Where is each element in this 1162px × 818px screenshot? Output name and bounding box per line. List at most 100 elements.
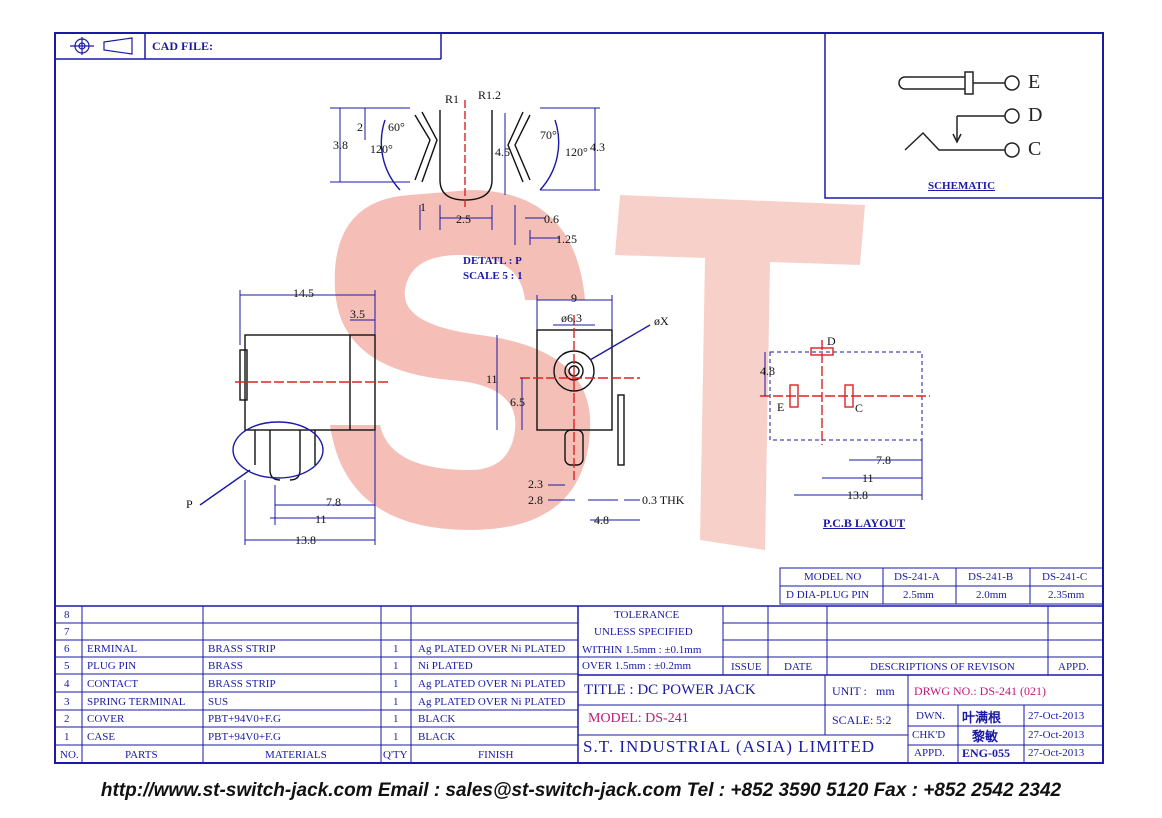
appd-date: 27-Oct-2013 xyxy=(1028,747,1085,759)
dim-7-8: 7.8 xyxy=(326,495,341,509)
dim-2-8: 2.8 xyxy=(528,493,543,507)
unit-value: mm xyxy=(876,684,895,698)
row-3-part: SPRING TERMINAL xyxy=(87,696,186,708)
pcb-layout xyxy=(760,340,930,500)
dim-dia-6-3: ø6.3 xyxy=(561,311,582,325)
dim-dia-x: øX xyxy=(654,314,669,328)
appd-name: ENG-055 xyxy=(962,746,1010,760)
chkd-label: CHK'D xyxy=(912,729,946,741)
pcb-dim-4-8: 4.8 xyxy=(760,364,775,378)
chkd-date: 27-Oct-2013 xyxy=(1028,729,1085,741)
revision-issue: ISSUE xyxy=(731,661,762,673)
dim-r1-2: R1.2 xyxy=(478,88,502,102)
row-2-finish: BLACK xyxy=(418,713,456,725)
schematic-diagram xyxy=(898,71,1020,158)
dim-70-deg: 70° xyxy=(540,128,557,142)
chkd-name: 黎敏 xyxy=(972,729,999,744)
st-watermark xyxy=(330,190,865,550)
header-no: NO. xyxy=(60,749,79,761)
row-1-part: CASE xyxy=(87,731,116,743)
pcb-dim-7-8: 7.8 xyxy=(876,453,891,467)
model-a: DS-241-A xyxy=(894,571,940,583)
row-8-no: 8 xyxy=(64,609,70,621)
revision-desc: DESCRIPTIONS OF REVISON xyxy=(870,661,1015,673)
detail-p-view xyxy=(330,100,600,245)
callout-p: P xyxy=(186,497,193,511)
schematic-box xyxy=(824,32,1104,199)
drawing-number: DRWG NO.: DS-241 (021) xyxy=(914,684,1046,698)
row-1-finish: BLACK xyxy=(418,731,456,743)
row-2-no: 2 xyxy=(64,713,70,725)
dim-120-deg-right: 120° xyxy=(565,145,588,159)
model-b: DS-241-B xyxy=(968,571,1014,583)
row-6-qty: 1 xyxy=(393,643,399,655)
model-table-grid xyxy=(779,567,1104,605)
unit-label: UNIT : xyxy=(832,684,867,698)
tolerance-within: WITHIN 1.5mm : ±0.1mm xyxy=(582,644,702,656)
schematic-pin-e: E xyxy=(1028,71,1041,93)
row-2-qty: 1 xyxy=(393,713,399,725)
row-6-finish: Ag PLATED OVER Ni PLATED xyxy=(418,643,566,655)
revision-grid xyxy=(578,606,1103,763)
row-6-no: 6 xyxy=(64,643,70,655)
row-4-finish: Ag PLATED OVER Ni PLATED xyxy=(418,678,566,690)
dim-2-5: 2.5 xyxy=(456,212,471,226)
side-view xyxy=(199,290,390,545)
dim-60-deg: 60° xyxy=(388,120,405,134)
dim-2-3: 2.3 xyxy=(528,477,543,491)
dwn-date: 27-Oct-2013 xyxy=(1028,710,1085,722)
model-name: MODEL: DS-241 xyxy=(588,711,689,726)
header-materials: MATERIALS xyxy=(265,749,327,761)
dim-0-3-thk: 0.3 THK xyxy=(642,493,685,507)
dim-4-5: 4.5 xyxy=(495,145,510,159)
row-5-material: BRASS xyxy=(208,660,243,672)
cad-header-box xyxy=(55,33,442,60)
row-4-no: 4 xyxy=(64,678,70,690)
row-4-qty: 1 xyxy=(393,678,399,690)
tolerance-over: OVER 1.5mm : ±0.2mm xyxy=(582,660,692,672)
pcb-label-d: D xyxy=(827,334,836,348)
schematic-pin-c: C xyxy=(1028,138,1042,160)
dim-11-front: 11 xyxy=(486,372,498,386)
dim-2: 2 xyxy=(357,120,363,134)
contact-footer: http://www.st-switch-jack.com Email : sa… xyxy=(100,780,1062,801)
header-finish: FINISH xyxy=(478,749,514,761)
row-3-material: SUS xyxy=(208,696,229,708)
schematic-pin-d: D xyxy=(1028,104,1043,126)
row-3-qty: 1 xyxy=(393,696,399,708)
company-name: S.T. INDUSTRIAL (ASIA) LIMITED xyxy=(583,737,876,756)
projection-symbol-icon xyxy=(70,37,133,55)
dim-0-6: 0.6 xyxy=(544,212,559,226)
dim-3-5: 3.5 xyxy=(350,307,365,321)
scale-label: SCALE: xyxy=(832,713,874,727)
dwn-name: 叶满根 xyxy=(962,710,1002,725)
dim-120-deg-left: 120° xyxy=(370,142,393,156)
row-5-no: 5 xyxy=(64,660,70,672)
dim-9: 9 xyxy=(571,291,577,305)
dwn-label: DWN. xyxy=(916,710,946,722)
row-5-part: PLUG PIN xyxy=(87,660,137,672)
pcb-label-e: E xyxy=(777,400,785,414)
scale-value: 5:2 xyxy=(876,713,892,727)
row-1-material: PBT+94V0+F.G xyxy=(208,731,281,743)
pin-a: 2.5mm xyxy=(903,589,934,601)
detail-scale: SCALE 5 : 1 xyxy=(463,270,523,282)
row-2-material: PBT+94V0+F.G xyxy=(208,713,281,725)
tolerance-title: TOLERANCE xyxy=(614,609,680,621)
pcb-label-c: C xyxy=(855,401,864,415)
revision-appd: APPD. xyxy=(1058,661,1089,673)
border-frame xyxy=(54,32,1104,764)
row-1-qty: 1 xyxy=(393,731,399,743)
dim-1-25: 1.25 xyxy=(556,232,577,246)
row-3-no: 3 xyxy=(64,696,70,708)
pcb-dim-13-8: 13.8 xyxy=(847,488,868,502)
header-qty: Q'TY xyxy=(383,749,408,761)
appd-label: APPD. xyxy=(914,747,945,759)
schematic-title: SCHEMATIC xyxy=(928,180,996,192)
dim-r1: R1 xyxy=(445,92,460,106)
model-c: DS-241-C xyxy=(1042,571,1088,583)
dim-1: 1 xyxy=(420,200,426,214)
row-4-material: BRASS STRIP xyxy=(208,678,276,690)
dim-14-5: 14.5 xyxy=(293,286,314,300)
model-no-header: MODEL NO xyxy=(804,571,862,583)
